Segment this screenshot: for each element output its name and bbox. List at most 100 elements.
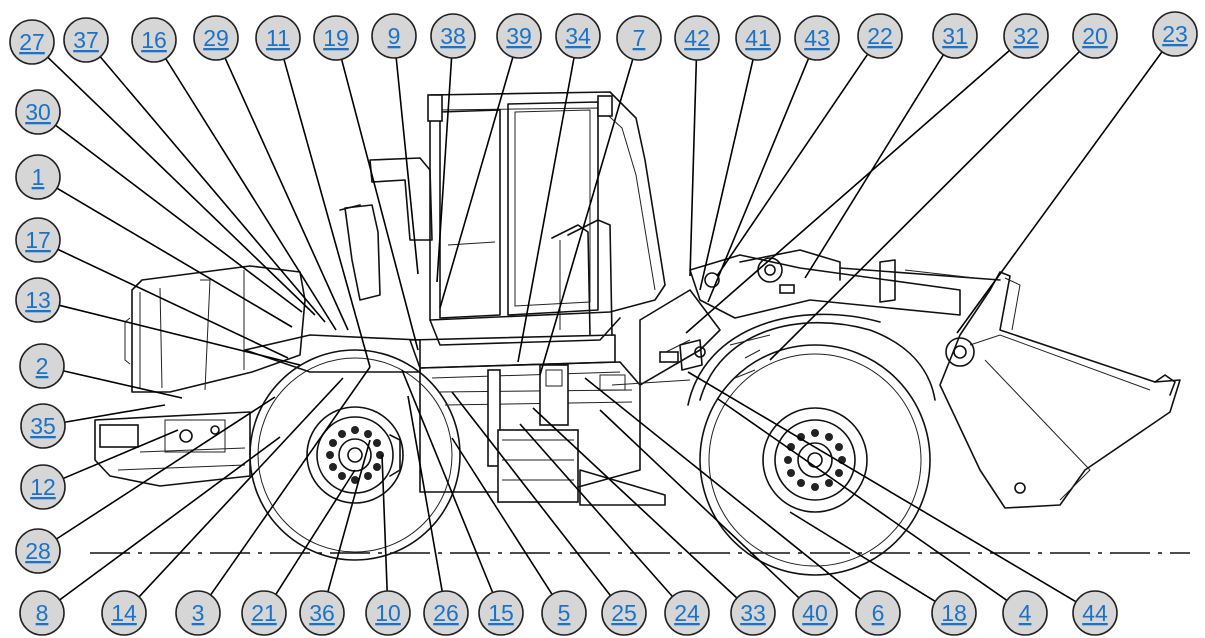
callout-link[interactable]: 22 [867, 23, 893, 49]
callout-2[interactable]: 2 [19, 343, 65, 389]
callout-link[interactable]: 4 [1019, 600, 1032, 626]
callout-link[interactable]: 20 [1082, 23, 1108, 49]
callout-19[interactable]: 19 [313, 15, 359, 61]
callout-15[interactable]: 15 [478, 590, 524, 636]
callout-11[interactable]: 11 [255, 15, 301, 61]
callout-5[interactable]: 5 [541, 590, 587, 636]
callout-31[interactable]: 31 [932, 13, 978, 59]
callout-25[interactable]: 25 [601, 590, 647, 636]
callout-16[interactable]: 16 [131, 17, 177, 63]
callout-32[interactable]: 32 [1003, 13, 1049, 59]
callout-circle [175, 590, 221, 636]
callout-24[interactable]: 24 [664, 590, 710, 636]
callout-39[interactable]: 39 [496, 13, 542, 59]
callout-link[interactable]: 30 [25, 99, 51, 125]
callout-34[interactable]: 34 [555, 13, 601, 59]
callout-link[interactable]: 26 [433, 600, 459, 626]
callout-link[interactable]: 17 [25, 227, 51, 253]
callout-link[interactable]: 35 [30, 413, 56, 439]
callout-37[interactable]: 37 [63, 17, 109, 63]
callout-33[interactable]: 33 [730, 590, 776, 636]
callout-link[interactable]: 28 [25, 538, 51, 564]
callout-link[interactable]: 25 [611, 600, 637, 626]
callout-36[interactable]: 36 [299, 590, 345, 636]
callout-44[interactable]: 44 [1072, 590, 1118, 636]
callout-link[interactable]: 38 [440, 23, 466, 49]
callout-link[interactable]: 3 [192, 600, 205, 626]
callout-link[interactable]: 11 [266, 25, 290, 51]
callout-link[interactable]: 43 [804, 25, 830, 51]
callout-circle [1072, 590, 1118, 636]
callout-link[interactable]: 41 [745, 25, 771, 51]
callout-link[interactable]: 42 [684, 25, 710, 51]
callout-26[interactable]: 26 [423, 590, 469, 636]
callout-link[interactable]: 29 [203, 25, 229, 51]
callout-link[interactable]: 27 [19, 29, 45, 55]
callout-7[interactable]: 7 [616, 15, 662, 61]
callout-link[interactable]: 7 [633, 25, 646, 51]
callout-35[interactable]: 35 [20, 403, 66, 449]
callout-41[interactable]: 41 [735, 15, 781, 61]
callout-23[interactable]: 23 [1152, 11, 1198, 57]
callout-link[interactable]: 10 [375, 600, 401, 626]
callout-link[interactable]: 37 [73, 27, 99, 53]
callout-link[interactable]: 19 [323, 25, 349, 51]
callout-30[interactable]: 30 [15, 89, 61, 135]
callout-link[interactable]: 21 [251, 600, 277, 626]
leader-line-7 [539, 58, 634, 376]
callout-link[interactable]: 13 [25, 287, 51, 313]
callout-29[interactable]: 29 [193, 15, 239, 61]
callout-43[interactable]: 43 [794, 15, 840, 61]
callout-9[interactable]: 9 [371, 13, 417, 59]
callout-38[interactable]: 38 [430, 13, 476, 59]
callout-link[interactable]: 2 [36, 353, 49, 379]
callout-link[interactable]: 18 [941, 600, 967, 626]
callout-link[interactable]: 33 [740, 600, 766, 626]
callout-link[interactable]: 12 [30, 474, 56, 500]
callout-13[interactable]: 13 [15, 277, 61, 323]
callout-17[interactable]: 17 [15, 217, 61, 263]
callout-link[interactable]: 31 [942, 23, 968, 49]
callout-20[interactable]: 20 [1072, 13, 1118, 59]
callout-22[interactable]: 22 [857, 13, 903, 59]
callout-10[interactable]: 10 [365, 590, 411, 636]
callout-link[interactable]: 44 [1082, 600, 1108, 626]
callout-link[interactable]: 36 [309, 600, 335, 626]
callout-14[interactable]: 14 [101, 590, 147, 636]
callout-27[interactable]: 27 [9, 19, 55, 65]
callout-link[interactable]: 34 [565, 23, 591, 49]
callout-1[interactable]: 1 [15, 154, 61, 200]
callout-8[interactable]: 8 [19, 590, 65, 636]
callout-link[interactable]: 23 [1162, 21, 1188, 47]
callout-3[interactable]: 3 [175, 590, 221, 636]
leader-line-26 [407, 395, 443, 592]
callout-21[interactable]: 21 [241, 590, 287, 636]
leader-line-16 [165, 58, 337, 331]
callout-link[interactable]: 24 [674, 600, 700, 626]
callout-link[interactable]: 16 [141, 27, 167, 53]
callout-link[interactable]: 1 [32, 164, 45, 190]
callout-link[interactable]: 9 [388, 23, 401, 49]
callout-link[interactable]: 15 [488, 600, 514, 626]
callout-circle [101, 590, 147, 636]
callout-link[interactable]: 39 [506, 23, 532, 49]
callout-40[interactable]: 40 [792, 590, 838, 636]
leader-line-29 [224, 57, 349, 331]
callout-circle [365, 590, 411, 636]
callout-28[interactable]: 28 [15, 528, 61, 574]
callout-42[interactable]: 42 [674, 15, 720, 61]
leader-line-42 [689, 59, 698, 277]
callout-link[interactable]: 14 [111, 600, 137, 626]
callout-link[interactable]: 32 [1013, 23, 1039, 49]
callout-4[interactable]: 4 [1002, 590, 1048, 636]
callout-18[interactable]: 18 [931, 590, 977, 636]
callout-12[interactable]: 12 [20, 464, 66, 510]
callout-link[interactable]: 40 [802, 600, 828, 626]
engine-hood [124, 265, 306, 393]
callout-link[interactable]: 5 [558, 600, 571, 626]
callout-circle [19, 343, 65, 389]
callout-6[interactable]: 6 [855, 590, 901, 636]
callout-circle [730, 590, 776, 636]
callout-link[interactable]: 8 [36, 600, 49, 626]
callout-link[interactable]: 6 [872, 600, 885, 626]
